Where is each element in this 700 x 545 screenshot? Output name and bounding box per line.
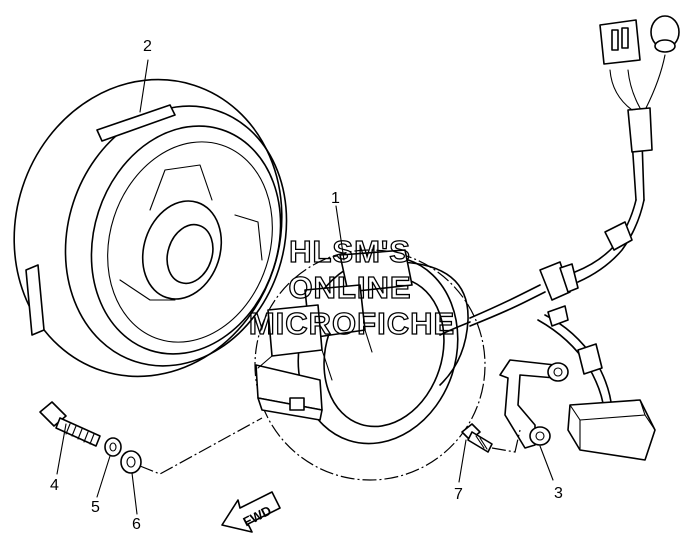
watermark-line-2: ONLINE xyxy=(288,270,411,305)
stator-assembly xyxy=(254,249,486,481)
flywheel-rotor xyxy=(13,78,288,378)
callout-labels: 2 1 3 7 4 5 6 xyxy=(50,38,563,533)
callout-1: 1 xyxy=(331,190,340,207)
watermark: HLSM'S ONLINE MICROFICHE xyxy=(248,233,455,341)
fwd-arrow: FWD xyxy=(221,491,281,533)
bracket xyxy=(499,359,569,449)
wire-harness xyxy=(439,15,680,411)
leader-lines xyxy=(56,59,554,515)
callout-6: 6 xyxy=(132,516,141,533)
callout-4: 4 xyxy=(50,477,59,494)
callout-5: 5 xyxy=(91,499,100,516)
callout-2: 2 xyxy=(143,38,152,55)
bolt xyxy=(39,401,101,447)
callout-3: 3 xyxy=(554,485,563,502)
callout-7: 7 xyxy=(454,486,463,503)
pickup-coil xyxy=(567,399,656,461)
watermark-line-1: HLSM'S xyxy=(289,234,411,269)
assembly-centre-line xyxy=(139,417,263,475)
screw xyxy=(461,423,521,453)
watermark-line-3: MICROFICHE xyxy=(249,306,455,341)
spring-washer xyxy=(104,437,122,457)
plain-washer xyxy=(120,450,142,474)
